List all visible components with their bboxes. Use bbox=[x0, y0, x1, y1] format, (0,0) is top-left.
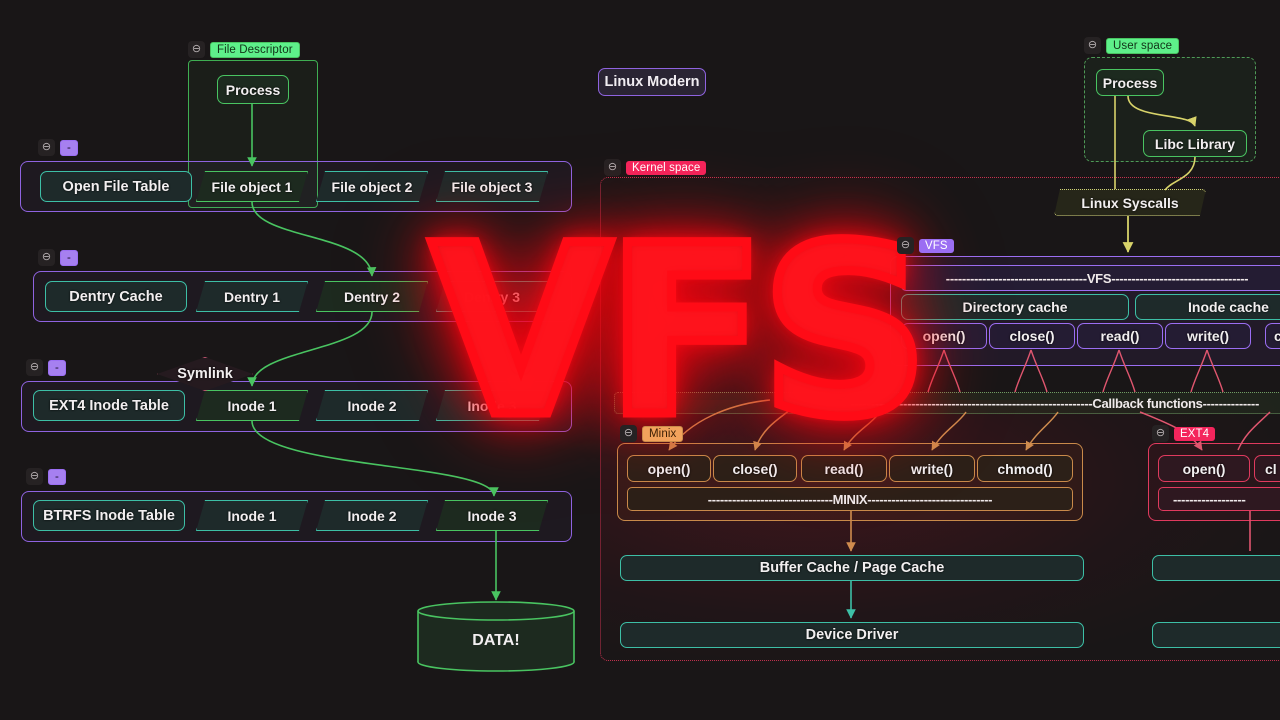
group-badge-ext4-inode-table: - bbox=[48, 359, 66, 376]
node-ext4-device-driver[interactable] bbox=[1152, 622, 1280, 648]
node-ext4-inode-1[interactable]: Inode 1 bbox=[196, 390, 308, 421]
collapse-icon[interactable]: ⊖ bbox=[1084, 37, 1101, 54]
node-ext4-inode-3[interactable]: Inode 3 bbox=[436, 390, 548, 421]
node-minix-write[interactable]: write() bbox=[889, 455, 975, 482]
group-badge-ext4: EXT4 bbox=[1174, 426, 1216, 441]
node-libc-library[interactable]: Libc Library bbox=[1143, 130, 1247, 157]
node-data-store[interactable]: DATA! bbox=[417, 600, 575, 672]
group-badge-kernel-space: Kernel space bbox=[626, 160, 707, 175]
node-ext4-buffer-cache[interactable] bbox=[1152, 555, 1280, 581]
node-dentry-3[interactable]: Dentry 3 bbox=[436, 281, 548, 312]
group-badge-minix: Minix bbox=[642, 425, 684, 442]
collapse-icon[interactable]: ⊖ bbox=[620, 425, 637, 442]
group-label-kernel-space[interactable]: ⊖ Kernel space bbox=[604, 159, 707, 176]
node-file-object-2[interactable]: File object 2 bbox=[316, 171, 428, 202]
minix-band-label: -------------------------------MINIX----… bbox=[627, 487, 1073, 511]
node-minix-read[interactable]: read() bbox=[801, 455, 887, 482]
node-file-object-1[interactable]: File object 1 bbox=[196, 171, 308, 202]
group-label-ext4-inode-table[interactable]: ⊖ - bbox=[26, 359, 66, 376]
group-label-file-descriptor[interactable]: ⊖ File Descriptor bbox=[188, 41, 300, 58]
node-dentry-2[interactable]: Dentry 2 bbox=[316, 281, 428, 312]
node-minix-open[interactable]: open() bbox=[627, 455, 711, 482]
node-vfs-write[interactable]: write() bbox=[1165, 323, 1251, 349]
node-buffer-cache[interactable]: Buffer Cache / Page Cache bbox=[620, 555, 1084, 581]
node-btrfs-inode-1[interactable]: Inode 1 bbox=[196, 500, 308, 531]
group-label-btrfs-inode-table[interactable]: ⊖ - bbox=[26, 468, 66, 485]
collapse-icon[interactable]: ⊖ bbox=[26, 359, 43, 376]
node-linux-syscalls[interactable]: Linux Syscalls bbox=[1054, 189, 1206, 216]
node-vfs-close[interactable]: close() bbox=[989, 323, 1075, 349]
node-data-store-label: DATA! bbox=[472, 632, 520, 649]
group-label-dentry-cache[interactable]: ⊖ - bbox=[38, 249, 78, 266]
node-vfs-open[interactable]: open() bbox=[901, 323, 987, 349]
node-directory-cache[interactable]: Directory cache bbox=[901, 294, 1129, 320]
node-file-object-3[interactable]: File object 3 bbox=[436, 171, 548, 202]
panel-kernel-space bbox=[600, 177, 1280, 661]
node-process-user[interactable]: Process bbox=[1096, 69, 1164, 96]
collapse-icon[interactable]: ⊖ bbox=[26, 468, 43, 485]
node-ext4-open[interactable]: open() bbox=[1158, 455, 1250, 482]
collapse-icon[interactable]: ⊖ bbox=[38, 139, 55, 156]
node-btrfs-inode-3[interactable]: Inode 3 bbox=[436, 500, 548, 531]
node-process-left[interactable]: Process bbox=[217, 75, 289, 104]
node-inode-cache[interactable]: Inode cache bbox=[1135, 294, 1280, 320]
node-btrfs-inode-2[interactable]: Inode 2 bbox=[316, 500, 428, 531]
node-ext4-inode-2[interactable]: Inode 2 bbox=[316, 390, 428, 421]
node-open-file-table-head[interactable]: Open File Table bbox=[40, 171, 192, 202]
group-badge-btrfs-inode-table: - bbox=[48, 468, 66, 485]
node-minix-close[interactable]: close() bbox=[713, 455, 797, 482]
collapse-icon[interactable]: ⊖ bbox=[188, 41, 205, 58]
callback-functions-band: ----------------------------------------… bbox=[614, 392, 1280, 414]
node-ext4-inode-table-head[interactable]: EXT4 Inode Table bbox=[33, 390, 185, 421]
node-dentry-cache-head[interactable]: Dentry Cache bbox=[45, 281, 187, 312]
collapse-icon[interactable]: ⊖ bbox=[1152, 425, 1169, 442]
group-badge-file-descriptor: File Descriptor bbox=[210, 41, 300, 58]
collapse-icon[interactable]: ⊖ bbox=[38, 249, 55, 266]
collapse-icon[interactable]: ⊖ bbox=[604, 159, 621, 176]
group-badge-dentry-cache: - bbox=[60, 249, 78, 266]
group-badge-vfs: VFS bbox=[919, 238, 954, 253]
node-vfs-chmod[interactable]: c bbox=[1265, 323, 1280, 349]
node-ext4-close[interactable]: cl bbox=[1254, 455, 1280, 482]
group-label-ext4[interactable]: ⊖ EXT4 bbox=[1152, 425, 1216, 442]
node-device-driver[interactable]: Device Driver bbox=[620, 622, 1084, 648]
group-label-minix[interactable]: ⊖ Minix bbox=[620, 425, 684, 442]
collapse-icon[interactable]: ⊖ bbox=[897, 237, 914, 254]
group-label-vfs[interactable]: ⊖ VFS bbox=[897, 237, 954, 254]
node-btrfs-inode-table-head[interactable]: BTRFS Inode Table bbox=[33, 500, 185, 531]
node-vfs-read[interactable]: read() bbox=[1077, 323, 1163, 349]
group-label-open-file-table[interactable]: ⊖ - bbox=[38, 139, 78, 156]
ext4-band-label: ------------------ bbox=[1158, 487, 1280, 511]
vfs-band-label: -----------------------------------VFS--… bbox=[901, 265, 1280, 291]
group-badge-user-space: User space bbox=[1106, 37, 1180, 54]
node-dentry-1[interactable]: Dentry 1 bbox=[196, 281, 308, 312]
group-badge-open-file-table: - bbox=[60, 139, 78, 156]
group-label-user-space[interactable]: ⊖ User space bbox=[1084, 37, 1180, 54]
node-minix-chmod[interactable]: chmod() bbox=[977, 455, 1073, 482]
page-title: Linux Modern bbox=[598, 68, 706, 96]
